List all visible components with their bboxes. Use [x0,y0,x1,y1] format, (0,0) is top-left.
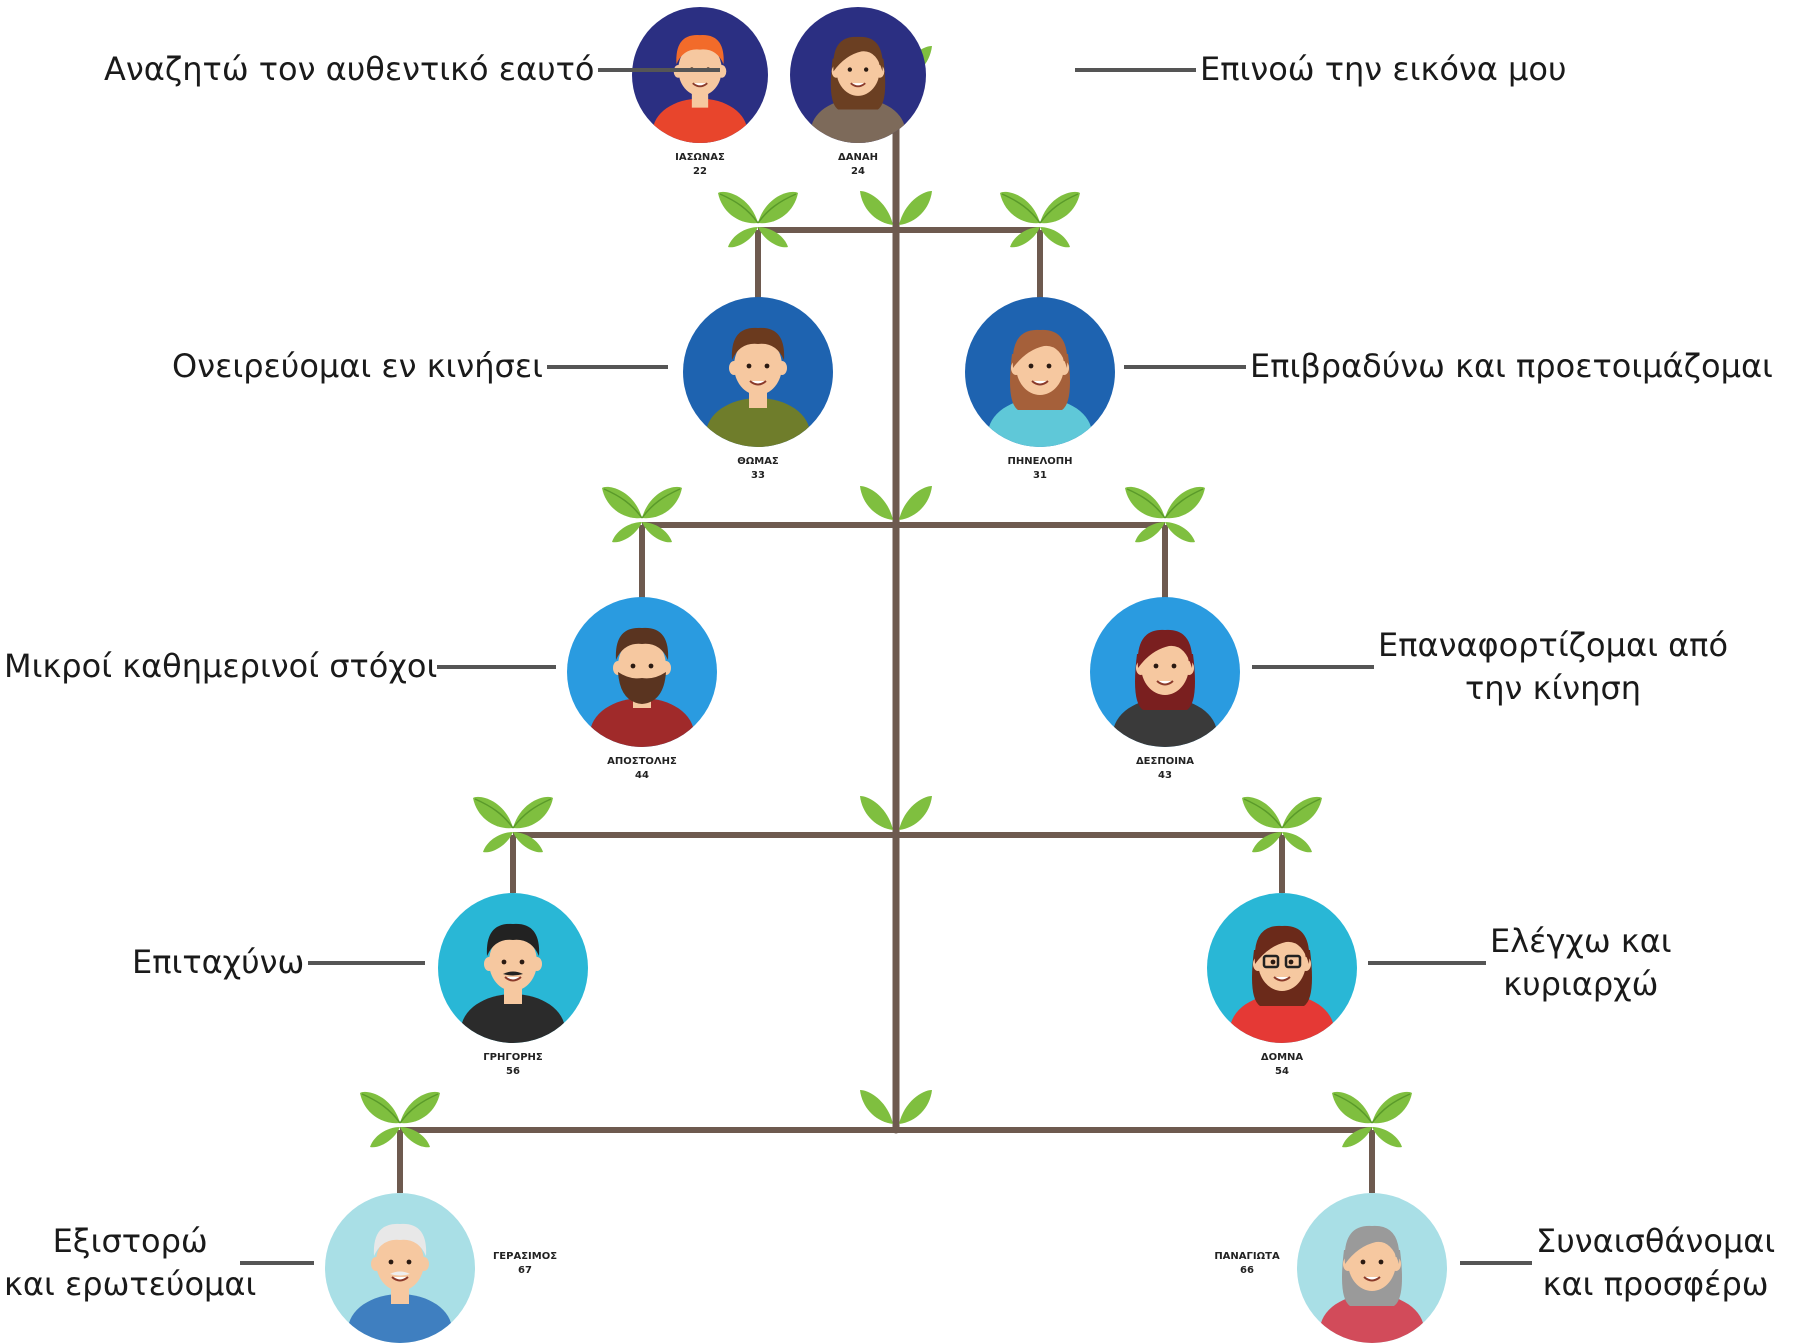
leaf-branch-5 [1242,796,1322,853]
shirt-shape [348,1294,452,1343]
avatar-pinelopi [965,297,1115,447]
person-age-iasonas: 22 [693,166,707,177]
tree-trunk-group [397,56,1375,1193]
avatar-gerasimos [325,1193,475,1343]
leaf-trunk-3 [860,796,932,830]
person-age-panagiota: 66 [1240,1265,1254,1276]
caption-line: Εξιστορώ [52,1222,208,1260]
avatar-danai [790,7,926,143]
avatar-despoina [1090,597,1240,747]
avatar-domna [1207,893,1357,1043]
face-shape [734,337,782,395]
person-age-pinelopi: 31 [1033,470,1047,481]
leaf-branch-3 [1125,486,1205,543]
person-name-domna: ΔΟΜΝΑ [1260,1052,1304,1063]
person-age-danai: 24 [851,166,865,177]
person-age-apostolis: 44 [635,770,649,781]
person-name-danai: ΔΑΝΑΗ [838,152,878,163]
caption-line: Επαναφορτίζομαι από [1378,626,1729,664]
caption-line: Συναισθάνομαι [1536,1222,1776,1260]
caption-grigoris: Επιταχύνω [132,941,304,984]
person-age-despoina: 43 [1158,770,1172,781]
caption-danai: Επινοώ την εικόνα μου [1200,48,1566,91]
shirt-shape [652,98,748,143]
caption-pinelopi: Επιβραδύνω και προετοιμάζομαι [1250,345,1773,388]
leaf-trunk-1 [860,191,932,225]
leaf-trunk-4 [860,1090,932,1124]
leaf-branch-6 [360,1091,440,1148]
person-name-pinelopi: ΠΗΝΕΛΟΠΗ [1007,456,1073,467]
caption-line: και προσφέρω [1542,1265,1769,1303]
caption-line: Επιβραδύνω και προετοιμάζομαι [1250,347,1773,385]
leaf-trunk-2 [860,486,932,520]
caption-line: κυριαρχώ [1503,965,1659,1003]
avatar-grigoris [438,893,588,1043]
shirt-shape [1320,1294,1424,1343]
caption-thomas: Ονειρεύομαι εν κινήσει [172,345,543,388]
person-name-gerasimos: ΓΕΡΑΣΙΜΟΣ [492,1251,558,1262]
caption-line: Ελέγχω και [1490,922,1672,960]
face-shape [489,933,537,991]
person-name-iasonas: ΙΑΣΩΝΑΣ [675,152,725,163]
shirt-shape [590,698,694,747]
caption-line: την κίνηση [1465,669,1641,707]
person-age-domna: 54 [1275,1066,1289,1077]
avatar-apostolis [567,597,717,747]
caption-line: Ονειρεύομαι εν κινήσει [172,347,543,385]
caption-despoina: Επαναφορτίζομαι από την κίνηση [1378,624,1728,710]
person-age-gerasimos: 67 [518,1265,532,1276]
leaf-branch-0 [718,191,798,248]
avatar-iasonas [632,7,768,143]
shirt-shape [706,398,810,447]
caption-gerasimos: Εξιστορώ και ερωτεύομαι [4,1220,256,1306]
caption-line: και ερωτεύομαι [4,1265,257,1303]
caption-domna: Ελέγχω και κυριαρχώ [1490,920,1672,1006]
leaf-branch-1 [1000,191,1080,248]
person-name-grigoris: ΓΡΗΓΟΡΗΣ [483,1052,543,1063]
caption-line: Επιταχύνω [132,943,305,981]
caption-line: Μικροί καθημερινοί στόχοι [4,647,438,685]
avatar-panagiota [1297,1193,1447,1343]
leaf-branch-2 [602,486,682,543]
person-name-despoina: ΔΕΣΠΟΙΝΑ [1135,756,1195,767]
shirt-shape [810,98,906,143]
person-name-panagiota: ΠΑΝΑΓΙΩΤΑ [1214,1251,1280,1262]
person-name-apostolis: ΑΠΟΣΤΟΛΗΣ [607,756,677,767]
leaf-branch-4 [473,796,553,853]
caption-line: Αναζητώ τον αυθεντικό εαυτό [104,50,595,88]
shirt-shape [988,398,1092,447]
caption-panagiota: Συναισθάνομαι και προσφέρω [1536,1220,1775,1306]
face-shape [376,1233,424,1291]
caption-line: Επινοώ την εικόνα μου [1200,50,1567,88]
caption-apostolis: Μικροί καθημερινοί στόχοι [4,645,437,688]
person-age-thomas: 33 [751,470,765,481]
leaf-branch-7 [1332,1091,1412,1148]
shirt-shape [1230,994,1334,1043]
shirt-shape [461,994,565,1043]
shirt-shape [1113,698,1217,747]
person-name-thomas: ΘΩΜΑΣ [737,456,779,467]
avatar-thomas [683,297,833,447]
person-age-grigoris: 56 [506,1066,520,1077]
caption-iasonas: Αναζητώ τον αυθεντικό εαυτό [104,48,594,91]
